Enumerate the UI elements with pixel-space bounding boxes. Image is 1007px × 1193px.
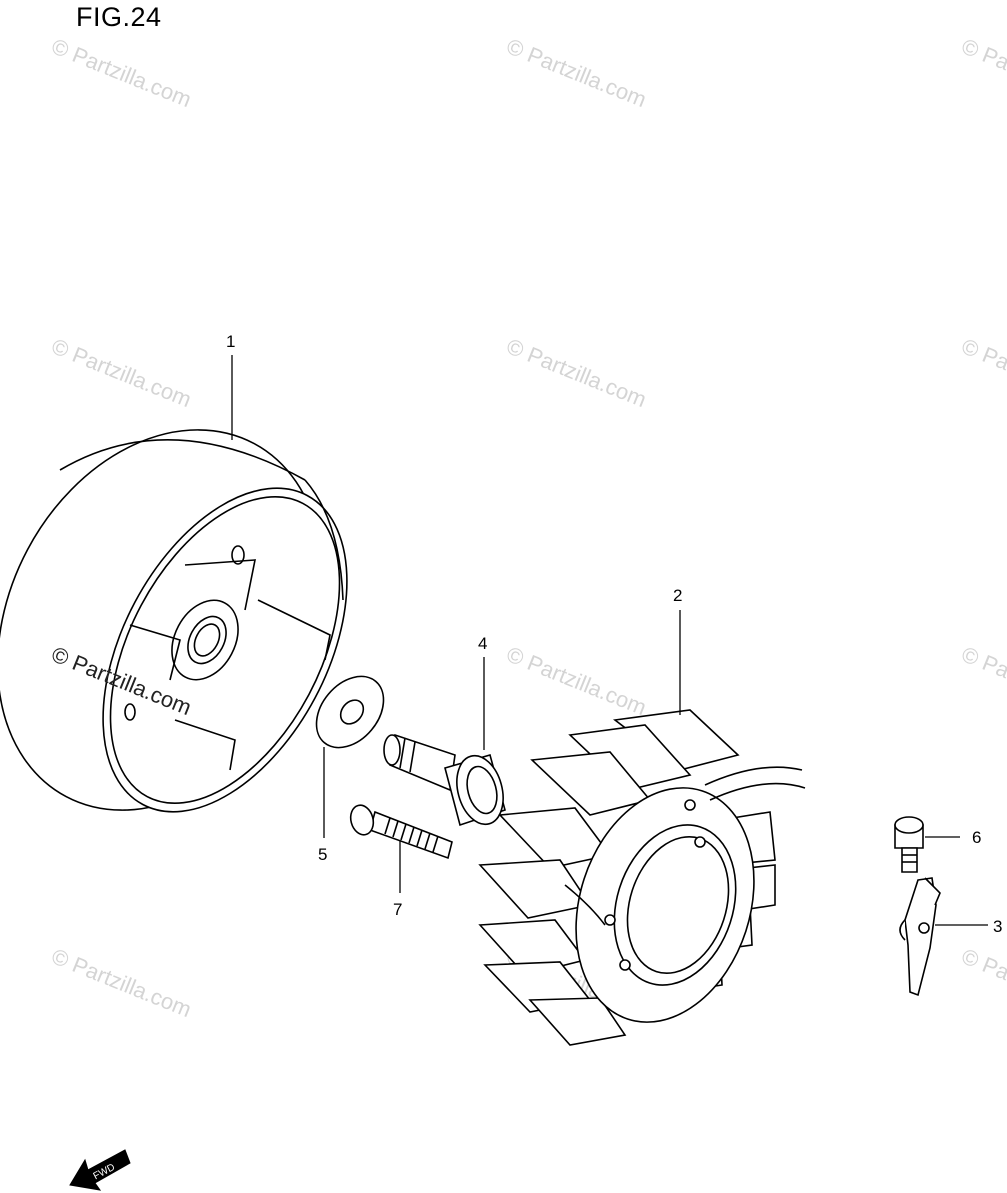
callout-3: 3 <box>993 917 1002 936</box>
watermark: © Partzilla.com <box>48 943 195 1022</box>
clamp <box>899 877 941 997</box>
watermark: © Partzilla.com <box>958 641 1007 720</box>
watermark: © Partzilla.com <box>958 33 1007 112</box>
leader-lines <box>231 355 988 926</box>
callout-2: 2 <box>673 586 682 605</box>
callout-5: 5 <box>318 845 327 864</box>
stator-coil <box>478 709 806 1046</box>
fwd-arrow-icon: FWD <box>69 1149 131 1191</box>
watermark: © Partzilla.com <box>48 33 195 112</box>
bolt-long <box>349 804 453 860</box>
bolt-small <box>894 816 924 873</box>
starter-clutch-spacer <box>383 733 506 827</box>
watermark: © Partzilla.com <box>958 943 1007 1022</box>
callout-numbers: 1 2 3 4 5 6 7 <box>226 332 1002 936</box>
callout-1: 1 <box>226 332 235 351</box>
callout-7: 7 <box>393 900 402 919</box>
watermark: © Partzilla.com <box>503 641 650 720</box>
callout-4: 4 <box>478 634 487 653</box>
washer <box>315 675 385 749</box>
callout-6: 6 <box>972 828 981 847</box>
watermark: © Partzilla.com <box>958 333 1007 412</box>
fwd-label: FWD <box>92 1162 117 1182</box>
flywheel-rotor <box>0 429 348 813</box>
watermark: © Partzilla.com <box>48 333 195 412</box>
watermark: © Partzilla.com <box>503 333 650 412</box>
figure-title: FIG.24 <box>76 2 162 32</box>
watermark: © Partzilla.com <box>503 33 650 112</box>
